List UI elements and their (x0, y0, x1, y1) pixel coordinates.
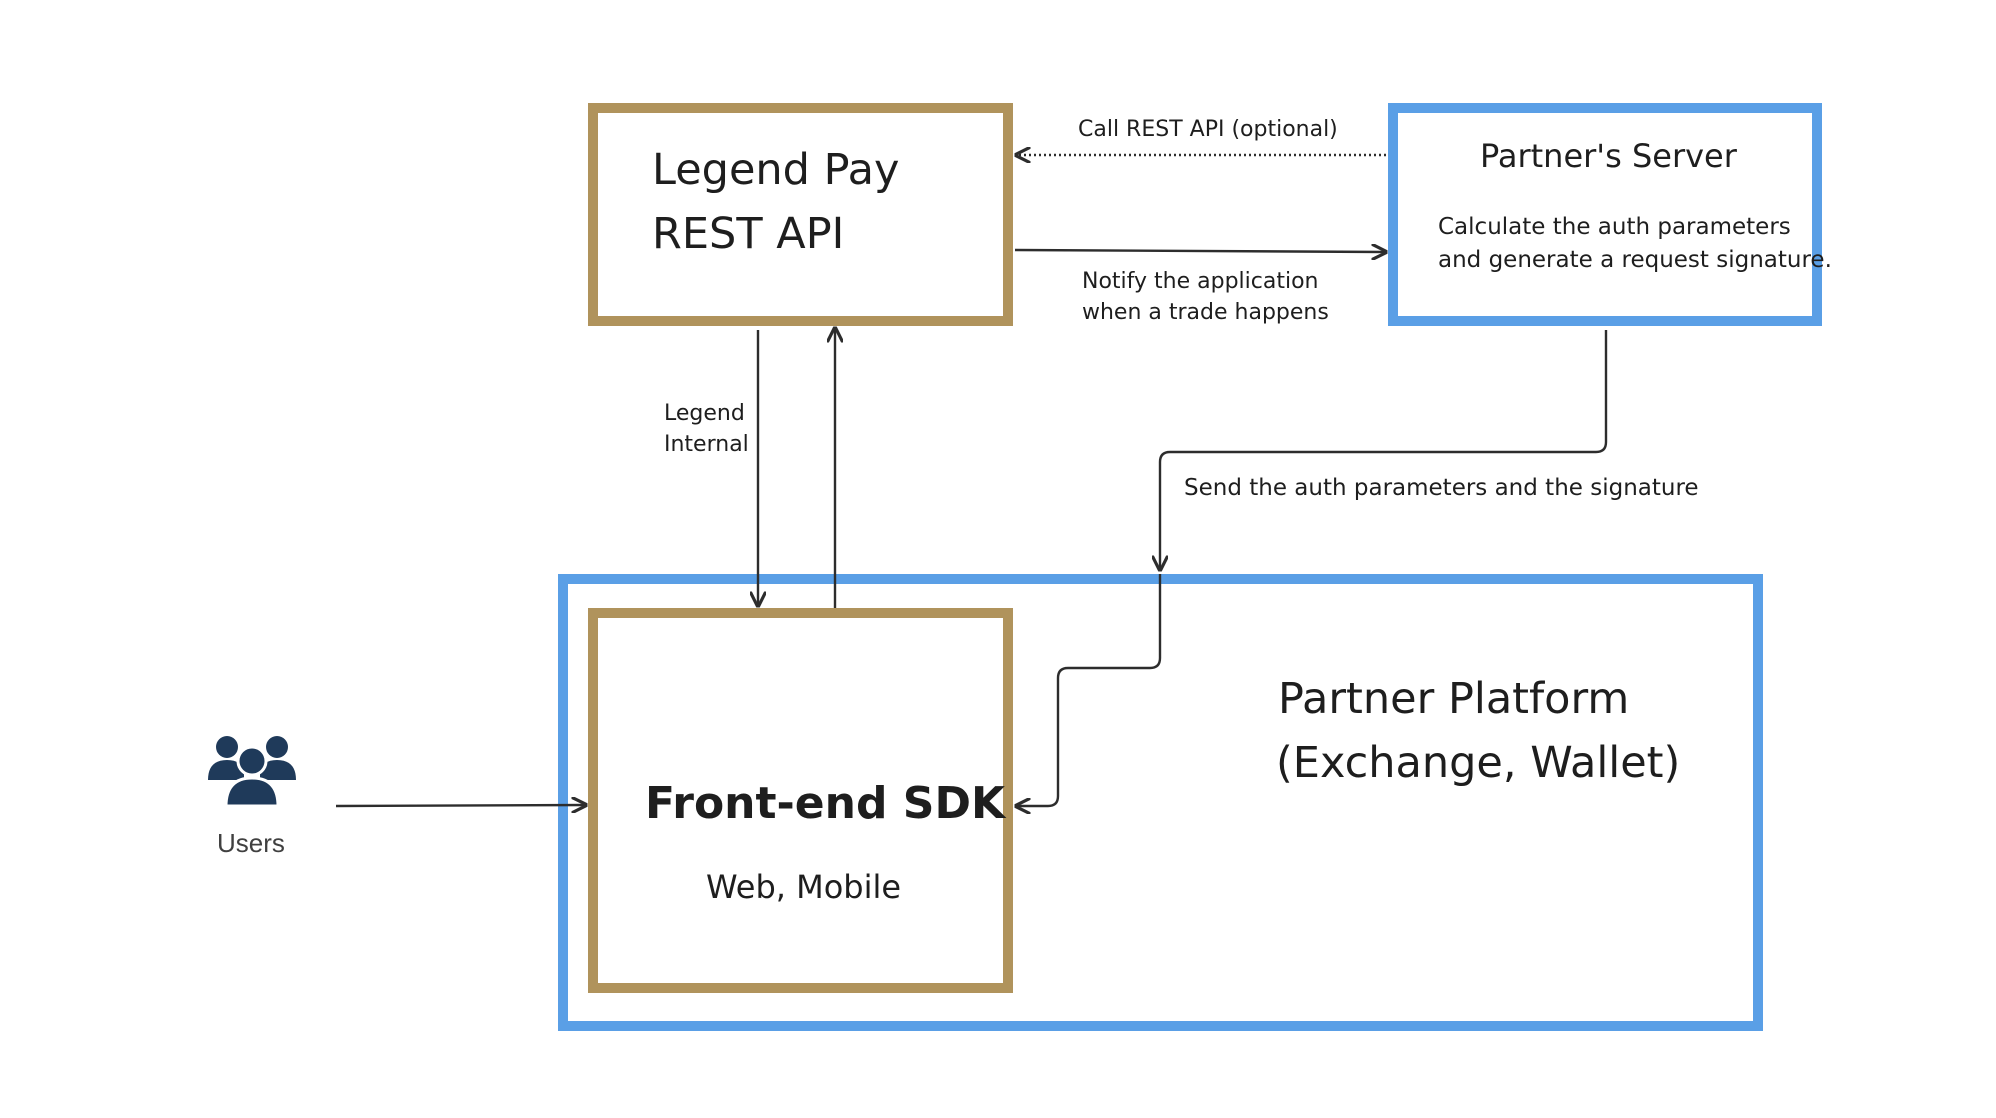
label-send-auth: Send the auth parameters and the signatu… (1184, 475, 1699, 501)
partner-server-title: Partner's Server (1480, 137, 1737, 175)
partner-server-desc-line2: and generate a request signature. (1438, 247, 1832, 273)
partner-server-box (1388, 103, 1822, 326)
partner-platform-title-line1: Partner Platform (1278, 674, 1630, 724)
front-end-sdk-box (588, 608, 1013, 993)
edge-platform-to-sdk (1016, 574, 1162, 806)
sdk-subtitle: Web, Mobile (706, 868, 902, 906)
label-legend-internal-line2: Internal (664, 432, 749, 457)
edge-send-auth (1160, 330, 1608, 570)
partner-server-desc-line1: Calculate the auth parameters (1438, 214, 1791, 240)
edge-users-to-sdk (335, 805, 586, 806)
legend-pay-title-line2: REST API (652, 209, 845, 259)
edge-notify (1014, 250, 1386, 252)
users-group-icon (202, 732, 302, 812)
legend-pay-api-box (588, 103, 1013, 326)
label-call-rest: Call REST API (optional) (1078, 117, 1338, 142)
partner-platform-title-line2: (Exchange, Wallet) (1276, 738, 1681, 788)
label-legend-internal-line1: Legend (664, 401, 745, 426)
legend-pay-title-line1: Legend Pay (652, 145, 900, 195)
label-notify-line1: Notify the application (1082, 269, 1319, 294)
sdk-title: Front-end SDK (645, 778, 1006, 829)
label-notify-line2: when a trade happens (1082, 300, 1329, 325)
users-label: Users (217, 828, 285, 858)
